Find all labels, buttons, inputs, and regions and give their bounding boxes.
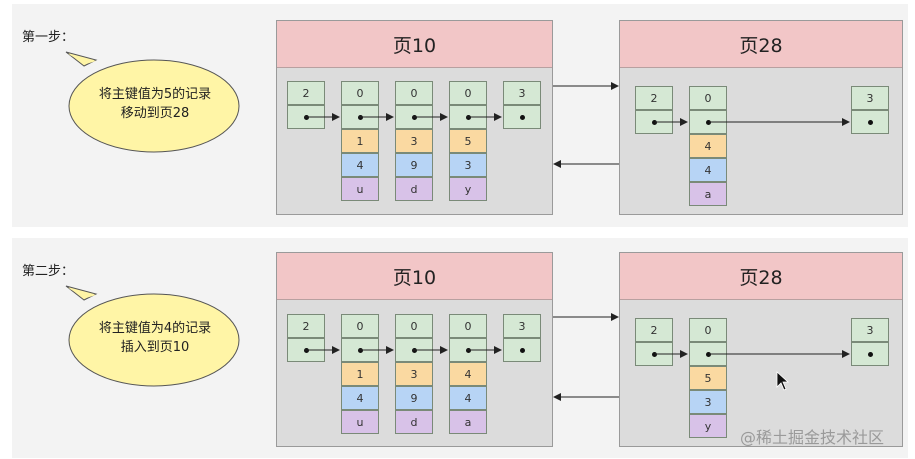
infimum-record: 2 <box>287 314 325 338</box>
record-next: 0 <box>689 86 727 110</box>
pointer-dot-icon <box>651 119 657 125</box>
record-col3: y <box>449 177 487 201</box>
callout-line-2: 插入到页10 <box>120 340 190 355</box>
page-title: 页28 <box>620 253 902 300</box>
page-title: 页10 <box>277 21 552 68</box>
record-col2: 4 <box>341 153 379 177</box>
infimum-record: 2 <box>635 318 673 342</box>
record-col3: d <box>395 177 433 201</box>
pointer-dot-icon <box>651 351 657 357</box>
step-2-callout: 将主键值为4的记录 插入到页10 <box>62 282 247 392</box>
supremum-record: 3 <box>503 81 541 105</box>
supremum-record: 3 <box>503 314 541 338</box>
record-key: 4 <box>449 362 487 386</box>
record-col2: 4 <box>341 386 379 410</box>
supremum-pointer <box>851 342 889 366</box>
infimum-record: 2 <box>635 86 673 110</box>
record-col3: u <box>341 177 379 201</box>
record-col3: d <box>395 410 433 434</box>
record-col2: 3 <box>689 390 727 414</box>
pointer-dot-icon <box>519 347 525 353</box>
infimum-record: 2 <box>287 81 325 105</box>
page-title: 页28 <box>620 21 902 68</box>
record-col2: 9 <box>395 386 433 410</box>
callout-line-2: 移动到页28 <box>120 106 190 121</box>
infimum-pointer <box>635 342 673 366</box>
step-1-label: 第一步： <box>22 30 75 45</box>
record-next: 0 <box>449 81 487 105</box>
record-next: 0 <box>341 81 379 105</box>
supremum-record: 3 <box>851 86 889 110</box>
record-col3: a <box>449 410 487 434</box>
supremum-pointer <box>851 110 889 134</box>
record-col2: 3 <box>449 153 487 177</box>
record-col3: a <box>689 182 727 206</box>
record-col3: u <box>341 410 379 434</box>
record-key: 4 <box>689 134 727 158</box>
supremum-record: 3 <box>851 318 889 342</box>
pointer-dot-icon <box>867 119 873 125</box>
watermark: @稀土掘金技术社区 <box>740 428 885 447</box>
record-key: 3 <box>395 129 433 153</box>
pointer-dot-icon <box>867 351 873 357</box>
page-28: 页28 2 0 5 3 y 3 <box>619 252 903 447</box>
record-next: 0 <box>395 314 433 338</box>
pointer-dot-icon <box>705 351 711 357</box>
record-col2: 9 <box>395 153 433 177</box>
pointer-dot-icon <box>705 119 711 125</box>
record-key: 1 <box>341 362 379 386</box>
step-1-callout: 将主键值为5的记录 移动到页28 <box>62 48 247 158</box>
record-key: 1 <box>341 129 379 153</box>
page-title: 页10 <box>277 253 552 300</box>
record-key: 5 <box>449 129 487 153</box>
record-next: 0 <box>395 81 433 105</box>
supremum-pointer <box>503 105 541 129</box>
record-col2: 4 <box>449 386 487 410</box>
record-col2: 4 <box>689 158 727 182</box>
callout-bubble-shape <box>65 285 240 387</box>
record-col3: y <box>689 414 727 438</box>
callout-line-1: 将主键值为5的记录 <box>98 87 212 102</box>
step-2-label: 第二步： <box>22 264 75 279</box>
record-next: 0 <box>341 314 379 338</box>
pointer-dot-icon <box>519 114 525 120</box>
callout-line-1: 将主键值为4的记录 <box>98 321 212 336</box>
record-key: 5 <box>689 366 727 390</box>
supremum-pointer <box>503 338 541 362</box>
mouse-cursor-icon <box>776 371 790 391</box>
record-next: 0 <box>689 318 727 342</box>
callout-bubble-shape <box>65 51 240 153</box>
record-key: 3 <box>395 362 433 386</box>
record-next: 0 <box>449 314 487 338</box>
